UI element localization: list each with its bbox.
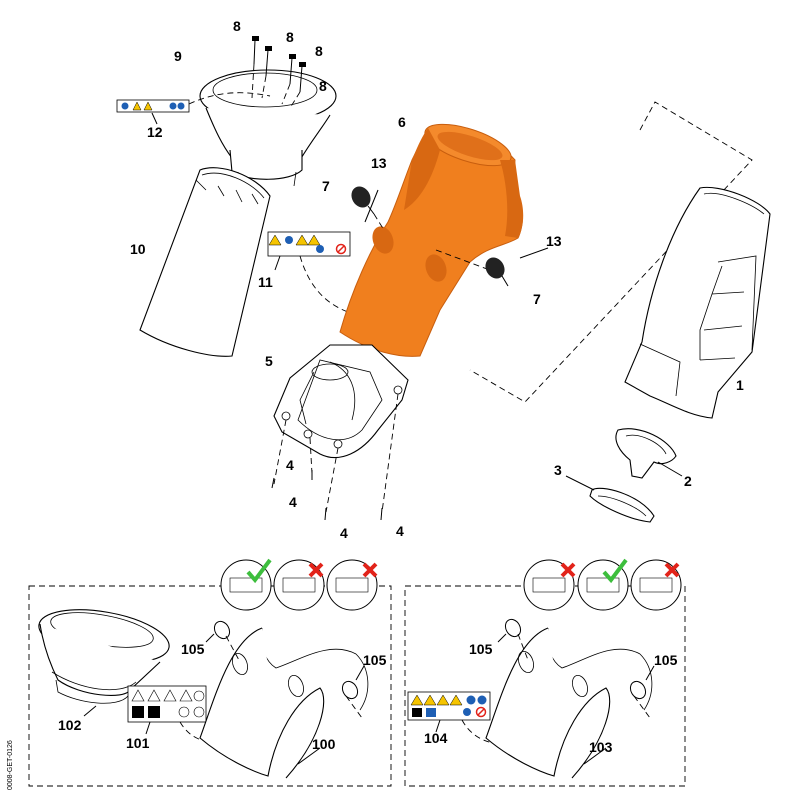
callout-101: 101 bbox=[126, 735, 150, 751]
variant-icons-left bbox=[220, 558, 378, 611]
part-3-ring bbox=[565, 475, 655, 523]
part-8-screws bbox=[251, 36, 306, 109]
callout-9: 9 bbox=[174, 48, 182, 64]
callout-105: 105 bbox=[469, 641, 493, 657]
part-6-orange-chute bbox=[339, 123, 524, 357]
callout-8: 8 bbox=[286, 29, 294, 45]
callout-7: 7 bbox=[322, 178, 330, 194]
callout-2: 2 bbox=[684, 473, 692, 489]
part-5-base-frame bbox=[273, 344, 409, 459]
part-10-feed-tube bbox=[139, 167, 271, 357]
callout-11: 11 bbox=[258, 274, 273, 290]
callout-13: 13 bbox=[371, 155, 387, 171]
callout-4: 4 bbox=[289, 494, 297, 510]
callout-10: 10 bbox=[130, 241, 146, 257]
part-104-sticker bbox=[407, 691, 517, 745]
callout-6: 6 bbox=[398, 114, 406, 130]
callout-103: 103 bbox=[589, 739, 613, 755]
callout-7: 7 bbox=[533, 291, 541, 307]
callout-4: 4 bbox=[286, 457, 294, 473]
callout-105: 105 bbox=[654, 652, 678, 668]
assembly-guide-line bbox=[469, 101, 753, 403]
callout-5: 5 bbox=[265, 353, 273, 369]
part-1-housing bbox=[624, 186, 771, 419]
part-101-sticker bbox=[127, 685, 227, 743]
callout-8: 8 bbox=[315, 43, 323, 59]
part-103-chute-outline bbox=[485, 627, 653, 779]
callout-3: 3 bbox=[554, 462, 562, 478]
part-4-screws bbox=[271, 393, 399, 521]
callout-100: 100 bbox=[312, 736, 336, 752]
callout-105: 105 bbox=[181, 641, 205, 657]
part-105-knobs-right bbox=[497, 618, 655, 719]
callout-12: 12 bbox=[147, 124, 163, 140]
callout-4: 4 bbox=[340, 525, 348, 541]
part-12-sticker bbox=[116, 92, 271, 125]
part-2-outlet-cone bbox=[615, 428, 683, 479]
variant-icons-right bbox=[523, 558, 682, 611]
part-105-knobs-left bbox=[205, 620, 365, 719]
part-11-warning-sticker bbox=[267, 231, 373, 319]
callout-105: 105 bbox=[363, 652, 387, 668]
callout-102: 102 bbox=[58, 717, 82, 733]
callout-4: 4 bbox=[396, 523, 404, 539]
part-100-chute-outline bbox=[199, 627, 369, 779]
callout-8: 8 bbox=[319, 78, 327, 94]
callout-1: 1 bbox=[736, 377, 744, 393]
part-7-knob-right bbox=[485, 257, 509, 287]
callout-13: 13 bbox=[546, 233, 562, 249]
callout-104: 104 bbox=[424, 730, 448, 746]
variant-panel-left bbox=[28, 585, 392, 787]
part-7-knob-left bbox=[351, 186, 385, 231]
callout-8: 8 bbox=[233, 18, 241, 34]
part-102-funnel bbox=[38, 609, 170, 717]
drawing-code: 0008-GET-0126 bbox=[7, 740, 14, 790]
